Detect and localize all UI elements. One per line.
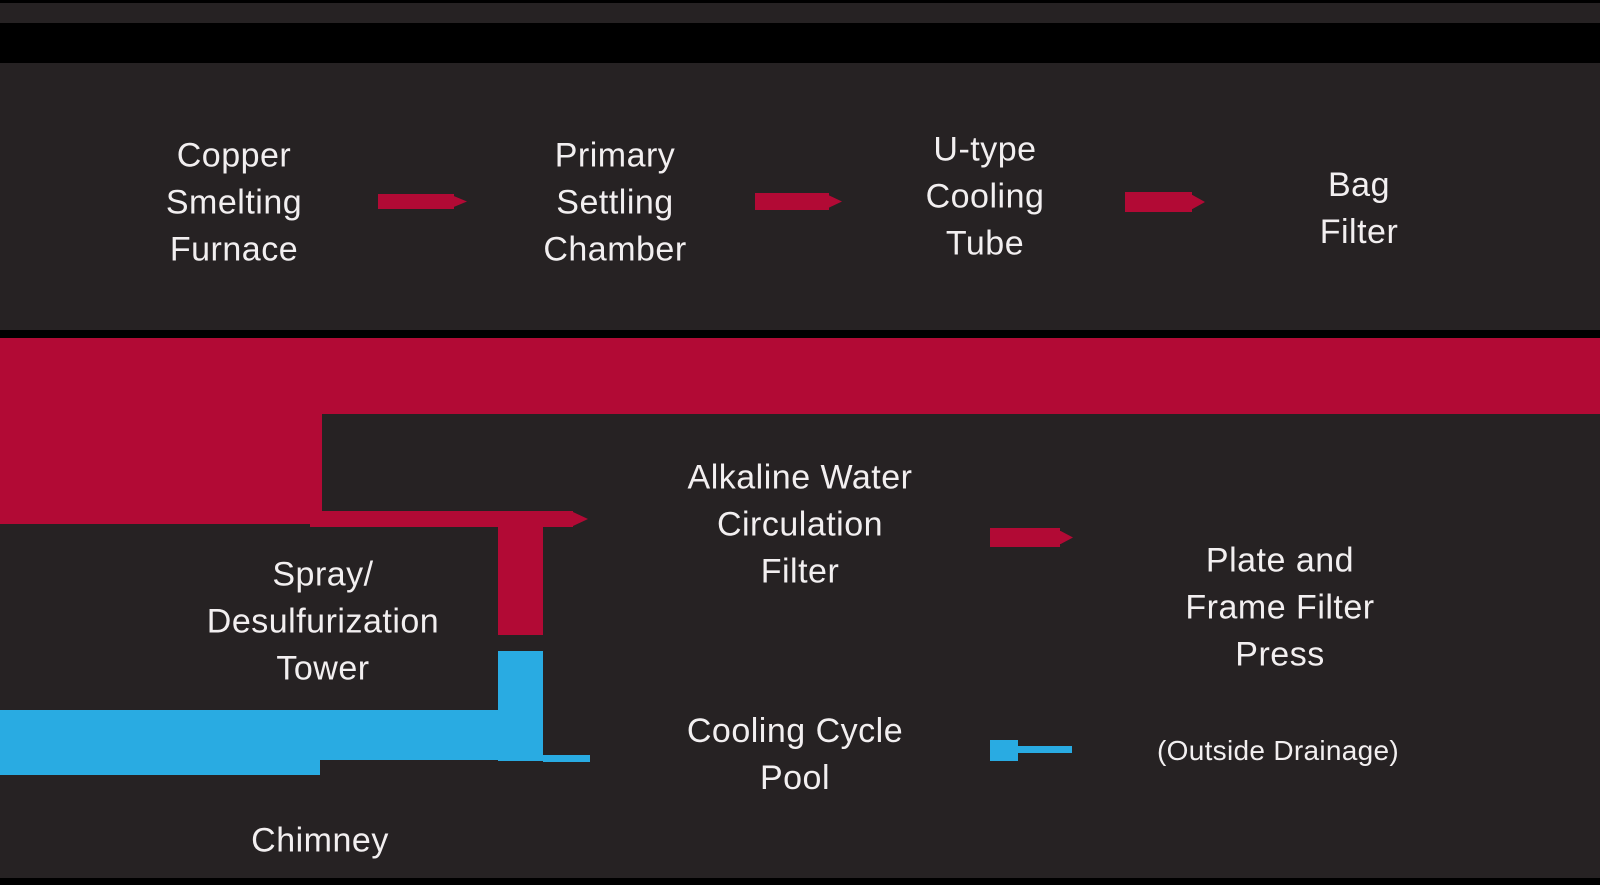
label-u-type-cooling-tube: U-type Cooling Tube	[925, 130, 1045, 263]
bottom-border-band	[0, 878, 1600, 885]
label-outside-drainage: (Outside Drainage)	[1157, 735, 1399, 766]
red-arrow-icon-settling-to-cooling	[755, 193, 842, 210]
label-chimney: Chimney	[251, 821, 389, 860]
blue-thin-line-to-pool	[543, 755, 590, 762]
red-strip-arrowhead-icon	[573, 512, 588, 526]
blue-water-band-left-thick	[0, 710, 320, 775]
label-bag-filter: Bag Filter	[1319, 166, 1399, 251]
label-primary-settling-chamber: Primary Settling Chamber	[543, 136, 687, 269]
label-copper-smelting-furnace: Copper Smelting Furnace	[165, 136, 303, 269]
label-spray-desulfurization-tower: Spray/ Desulfurization Tower	[206, 555, 440, 688]
label-alkaline-water-circulation-filter: Alkaline Water Circulation Filter	[687, 458, 913, 591]
blue-arrow-shaft	[1018, 746, 1072, 753]
blue-arrow-icon-drainage-to-pool	[990, 740, 1072, 761]
label-cooling-cycle-pool: Cooling Cycle Pool	[686, 712, 904, 797]
section-divider-band	[0, 330, 1600, 338]
red-flow-left-block	[0, 338, 322, 524]
red-arrow-icon-furnace-to-settling	[378, 194, 467, 209]
red-arrow-icon-alkaline-to-press	[990, 528, 1073, 547]
red-flow-down-bar	[498, 513, 543, 635]
red-arrow-icon-cooling-to-bagfilter	[1125, 192, 1205, 212]
blue-arrowhead-icon	[990, 740, 1018, 761]
header-black-band	[0, 23, 1600, 63]
label-plate-frame-filter-press: Plate and Frame Filter Press	[1185, 541, 1375, 674]
top-border-line	[0, 0, 1600, 3]
